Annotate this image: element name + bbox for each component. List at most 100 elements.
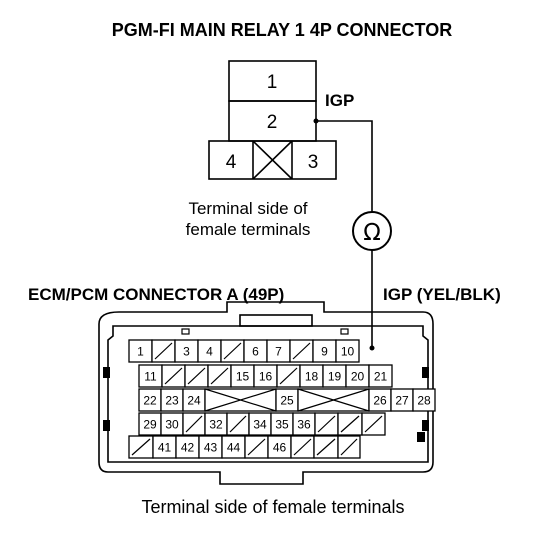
ecm-terminal-label: 41 <box>158 441 172 455</box>
ecm-terminal-label: 9 <box>321 345 328 359</box>
ecm-terminal-22: 22 <box>138 388 162 412</box>
ecm-terminal-label: 42 <box>181 441 195 455</box>
ecm-terminal-label: 43 <box>204 441 218 455</box>
ecm-terminal-label: 36 <box>297 418 311 432</box>
relay-side-label-1: Terminal side of <box>188 199 307 218</box>
ecm-terminal-label: 3 <box>183 345 190 359</box>
ecm-terminal-empty <box>128 435 154 459</box>
ecm-terminal-20: 20 <box>345 364 370 388</box>
relay-connector-title: PGM-FI MAIN RELAY 1 4P CONNECTOR <box>112 20 452 40</box>
ecm-terminal-41: 41 <box>152 435 177 459</box>
relay-pin-4: 4 <box>226 152 237 173</box>
ecm-terminal-label: 29 <box>143 418 157 432</box>
ecm-terminal-35: 35 <box>270 412 294 436</box>
ecm-terminal-empty <box>337 412 363 436</box>
ecm-terminal-label: 18 <box>305 370 319 384</box>
ecm-terminal-empty <box>182 412 206 436</box>
ecm-terminal-label: 20 <box>351 370 365 384</box>
ecm-terminal-empty <box>337 435 361 459</box>
ecm-terminal-empty <box>161 364 186 388</box>
ecm-terminal-label: 35 <box>275 418 289 432</box>
ecm-terminal-label: 15 <box>236 370 250 384</box>
ecm-terminal-label: 34 <box>253 418 267 432</box>
ecm-terminal-9: 9 <box>312 339 337 363</box>
ecm-terminal-label: 24 <box>187 394 201 408</box>
ecm-terminal-26: 26 <box>368 388 392 412</box>
ecm-terminal-19: 19 <box>322 364 347 388</box>
ecm-terminal-label: 19 <box>328 370 342 384</box>
ecm-terminal-30: 30 <box>160 412 184 436</box>
ecm-terminal-label: 7 <box>275 345 282 359</box>
ecm-terminal-empty <box>276 364 301 388</box>
ohmmeter-icon: Ω <box>352 211 392 251</box>
ecm-terminal-32: 32 <box>204 412 228 436</box>
ecm-terminal-46: 46 <box>267 435 292 459</box>
ecm-terminal-label: 11 <box>144 370 157 384</box>
ecm-terminal-empty <box>207 364 232 388</box>
relay-wire-label: IGP <box>325 91 354 110</box>
ecm-terminal-label: 21 <box>374 370 388 384</box>
ecm-terminal-label: 27 <box>395 394 409 408</box>
ecm-terminal-label: 16 <box>259 370 273 384</box>
ecm-terminal-18: 18 <box>299 364 324 388</box>
ecm-connector-title: ECM/PCM CONNECTOR A (49P) <box>28 285 284 304</box>
ecm-terminal-4: 4 <box>197 339 222 363</box>
ecm-terminal-36: 36 <box>292 412 316 436</box>
ecm-terminal-10: 10 <box>335 339 360 363</box>
relay-side-label-2: female terminals <box>186 220 311 239</box>
ecm-terminal-empty <box>244 435 269 459</box>
ecm-terminal-25: 25 <box>275 388 299 412</box>
ecm-terminal-label: 23 <box>165 394 179 408</box>
ecm-terminal-27: 27 <box>390 388 414 412</box>
ecm-terminal-empty <box>184 364 209 388</box>
ecm-terminal-15: 15 <box>230 364 255 388</box>
ecm-terminal-label: 32 <box>209 418 223 432</box>
ecm-terminal-empty <box>220 339 245 363</box>
relay-pin-2: 2 <box>267 112 278 133</box>
relay-pin-3: 3 <box>308 152 319 173</box>
ecm-terminal-label: 28 <box>417 394 431 408</box>
ecm-terminal-42: 42 <box>175 435 200 459</box>
ecm-terminal-empty <box>204 388 277 412</box>
ecm-terminal-empty <box>289 339 314 363</box>
ecm-terminal-21: 21 <box>368 364 393 388</box>
relay-pin-1: 1 <box>267 72 278 93</box>
ecm-terminal-6: 6 <box>243 339 268 363</box>
ecm-terminal-11: 11 <box>138 364 163 388</box>
ecm-terminal-label: 10 <box>341 345 355 359</box>
ecm-terminal-label: 6 <box>252 345 259 359</box>
ecm-terminal-empty <box>314 412 339 436</box>
relay-connector: 1 2 4 3 <box>208 60 337 180</box>
ecm-terminal-7: 7 <box>266 339 291 363</box>
ecm-terminal-43: 43 <box>198 435 223 459</box>
ecm-terminal-label: 46 <box>273 441 287 455</box>
ecm-wire-label: IGP (YEL/BLK) <box>383 285 501 304</box>
ecm-terminal-44: 44 <box>221 435 246 459</box>
ecm-terminal-16: 16 <box>253 364 278 388</box>
ecm-terminal-empty <box>297 388 370 412</box>
ecm-side-label: Terminal side of female terminals <box>141 497 404 517</box>
ecm-terminal-label: 25 <box>280 394 294 408</box>
ecm-terminal-empty <box>290 435 315 459</box>
ecm-terminal-label: 30 <box>165 418 179 432</box>
ecm-terminal-empty <box>151 339 176 363</box>
ecm-terminal-28: 28 <box>412 388 436 412</box>
test-wire <box>313 118 375 351</box>
ecm-terminal-3: 3 <box>174 339 199 363</box>
ecm-terminal-label: 22 <box>143 394 157 408</box>
ecm-terminal-empty <box>226 412 250 436</box>
ecm-terminal-29: 29 <box>138 412 162 436</box>
ecm-terminal-empty <box>313 435 339 459</box>
ecm-terminal-label: 44 <box>227 441 241 455</box>
ecm-terminal-label: 26 <box>373 394 387 408</box>
ecm-connector-housing <box>98 301 434 485</box>
ecm-terminal-23: 23 <box>160 388 184 412</box>
ecm-terminal-empty <box>361 412 386 436</box>
ecm-terminal-label: 4 <box>206 345 213 359</box>
ohm-symbol: Ω <box>363 220 381 246</box>
ecm-terminal-1: 1 <box>128 339 153 363</box>
ecm-terminal-34: 34 <box>248 412 272 436</box>
ecm-terminal-24: 24 <box>182 388 206 412</box>
